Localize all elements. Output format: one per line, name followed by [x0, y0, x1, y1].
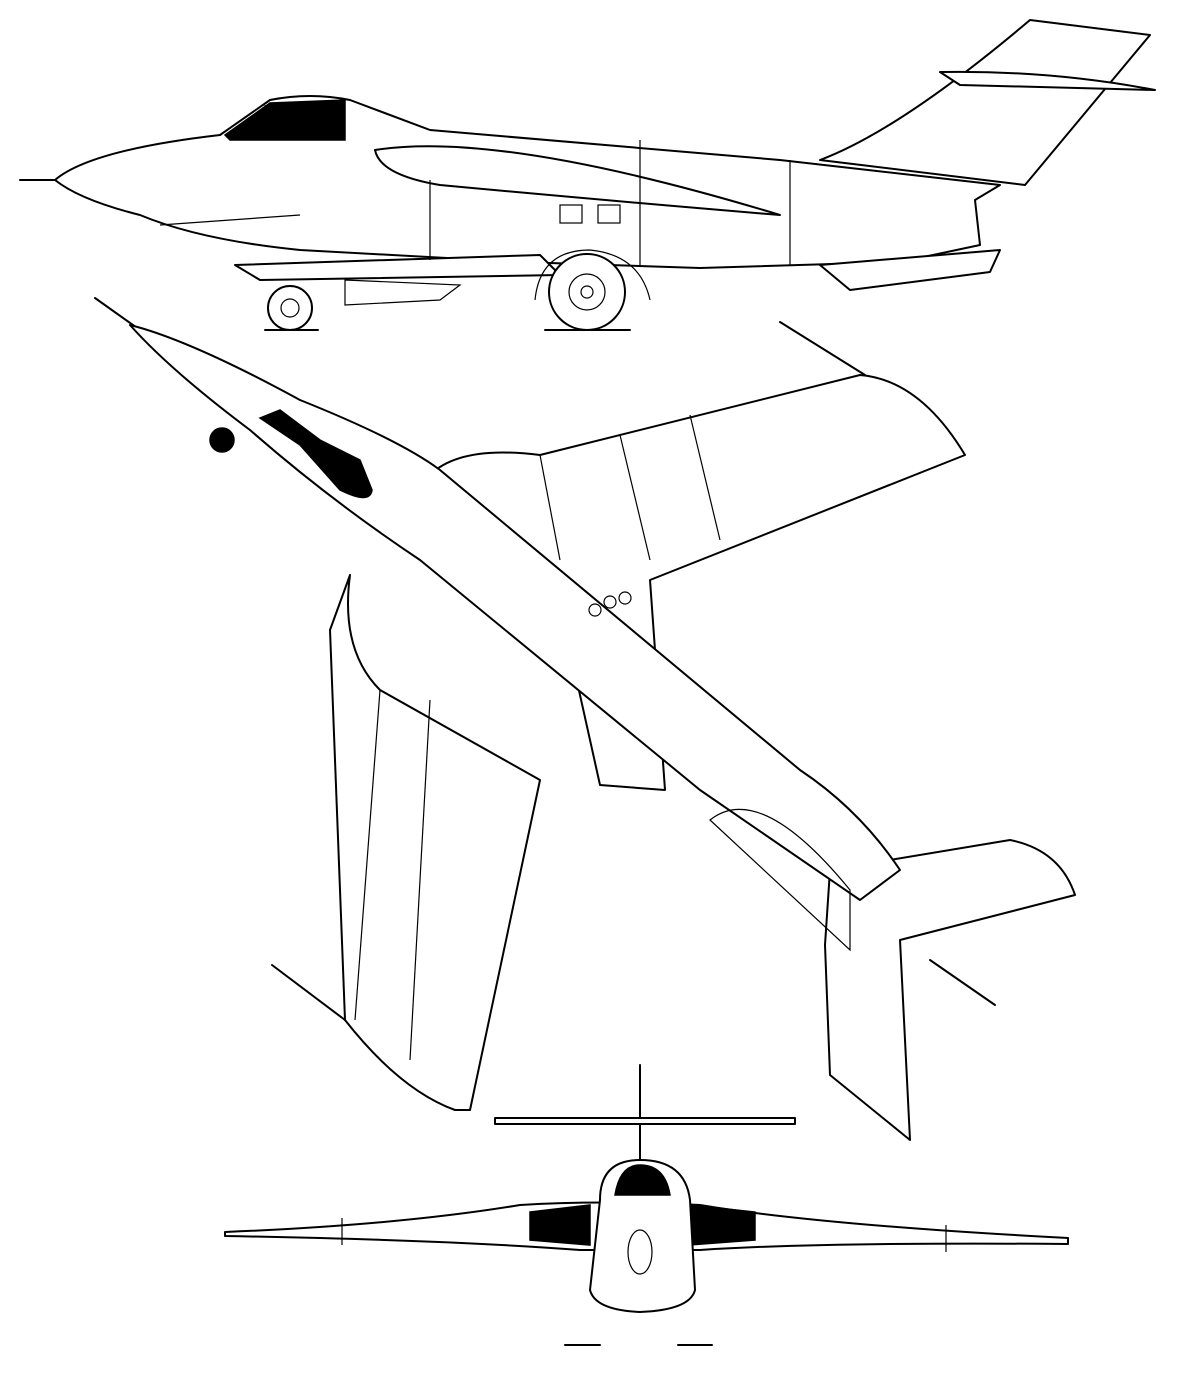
plan-tail-fin [824, 839, 1076, 1141]
side-ventral-fin [819, 249, 1001, 291]
side-intake [374, 145, 781, 216]
side-store [234, 254, 561, 281]
side-horizontal-tail [939, 70, 1156, 91]
side-canopy [223, 99, 346, 141]
plan-canopy [258, 409, 373, 499]
front-view [224, 1064, 1069, 1346]
side-fin [819, 19, 1151, 186]
plan-left-wing [329, 574, 541, 1111]
side-view [19, 19, 1156, 331]
plan-right-wing [429, 374, 966, 791]
plan-view [94, 297, 1076, 1141]
front-fuselage [589, 1159, 696, 1313]
nose-wheel [264, 285, 319, 331]
front-horizontal-tail [494, 1117, 796, 1125]
main-wheel [534, 249, 651, 331]
